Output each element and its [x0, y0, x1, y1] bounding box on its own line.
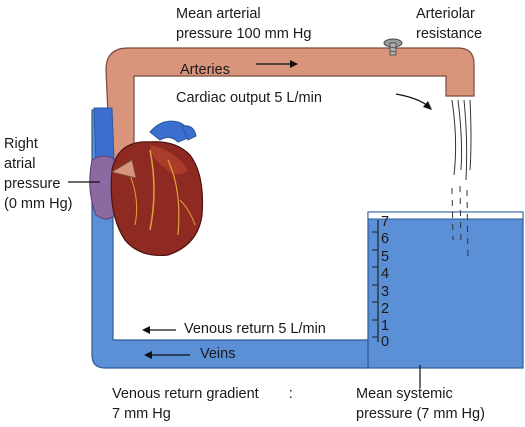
- veins-label: Veins: [200, 346, 236, 362]
- scale-tick-6: 6: [380, 231, 390, 247]
- arteriolar-resistance-label: Arteriolar resistance: [416, 6, 483, 42]
- scale-tick-7: 7: [380, 214, 390, 230]
- mean-systemic-pressure-label: Mean systemic pressure (7 mm Hg): [356, 386, 485, 422]
- venous-return-gradient-label: Venous return gradient: 7 mm Hg: [112, 386, 293, 422]
- vein-tube: [91, 109, 369, 369]
- mean-arterial-label: Mean arterial pressure 100 mm Hg: [176, 6, 312, 42]
- scale-tick-3: 3: [380, 284, 390, 300]
- arteriolar-screw-icon: [383, 38, 403, 56]
- veins-flow-arrow: [144, 351, 190, 359]
- pressure-scale: [372, 220, 379, 342]
- arteries-label: Arteries: [180, 62, 230, 78]
- arrows: [68, 60, 432, 388]
- scale-tick-1: 1: [380, 318, 390, 334]
- venous-reservoir: [367, 211, 524, 369]
- heart-icon: [89, 107, 204, 257]
- scale-tick-0: 0: [380, 334, 390, 350]
- right-atrial-pressure-label: Right atrial pressure (0 mm Hg): [4, 136, 73, 212]
- artery-tube: [105, 47, 475, 167]
- scale-tick-4: 4: [380, 266, 390, 282]
- scale-tick-5: 5: [380, 249, 390, 265]
- cardiac-output-arrow: [395, 93, 432, 110]
- outflow-streams: [451, 99, 472, 263]
- cardiac-output-label: Cardiac output 5 L/min: [176, 90, 322, 106]
- venous-return-arrow: [142, 326, 176, 334]
- artery-flow-arrow: [256, 60, 298, 68]
- venous-return-label: Venous return 5 L/min: [184, 321, 326, 337]
- scale-tick-2: 2: [380, 301, 390, 317]
